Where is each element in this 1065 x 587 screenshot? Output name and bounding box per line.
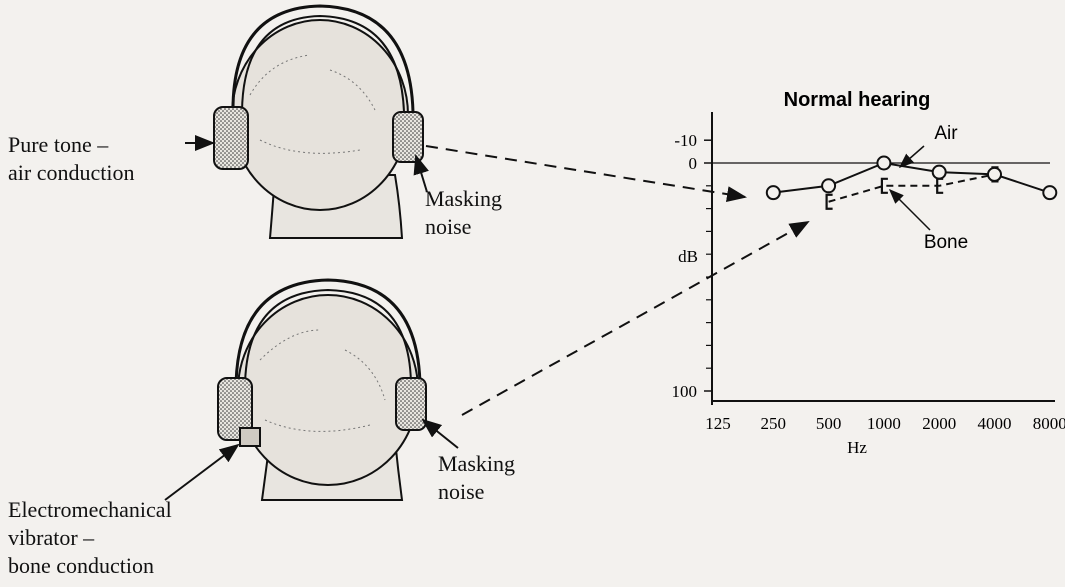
air-point (767, 186, 780, 199)
x-tick-label: 1000 (867, 414, 901, 433)
vibrator-arrow (165, 445, 238, 500)
masking-noise-bottom-arrow (423, 420, 458, 448)
y-tick-label: 0 (689, 154, 698, 173)
masking-noise-top-arrow (416, 156, 427, 192)
bone-leader-line (462, 222, 808, 415)
x-tick-label: 2000 (922, 414, 956, 433)
x-tick-label: 500 (816, 414, 842, 433)
air-point (933, 166, 946, 179)
air-point (822, 179, 835, 192)
x-tick-label: 4000 (978, 414, 1012, 433)
x-axis-label: Hz (847, 438, 867, 457)
bone-label-pointer (890, 190, 930, 230)
air-point (877, 157, 890, 170)
y-axis-label: dB (678, 247, 698, 266)
x-tick-label: 250 (761, 414, 787, 433)
y-ticks: -10 0 100 (672, 131, 713, 401)
y-tick-label: 100 (672, 382, 698, 401)
x-tick-label: 125 (705, 414, 731, 433)
series-label-bone: Bone (924, 232, 968, 253)
vibrator-icon (240, 428, 260, 446)
bone-line (829, 174, 995, 201)
x-ticks: 125 250 500 1000 2000 4000 8000 (705, 414, 1065, 433)
chart-title: Normal hearing (784, 89, 931, 111)
head-bone-conduction (218, 280, 426, 500)
audiogram-chart: Normal hearing dB Hz -10 0 100 125 250 500 10… (672, 89, 1065, 457)
air-line (773, 163, 1050, 193)
air-point (988, 168, 1001, 181)
x-tick-label: 8000 (1033, 414, 1065, 433)
head-air-conduction (214, 6, 423, 238)
air-leader-line (426, 146, 745, 197)
y-tick-label: -10 (674, 131, 697, 150)
air-point (1043, 186, 1056, 199)
series-label-air: Air (934, 123, 958, 144)
air-label-pointer (900, 146, 924, 167)
